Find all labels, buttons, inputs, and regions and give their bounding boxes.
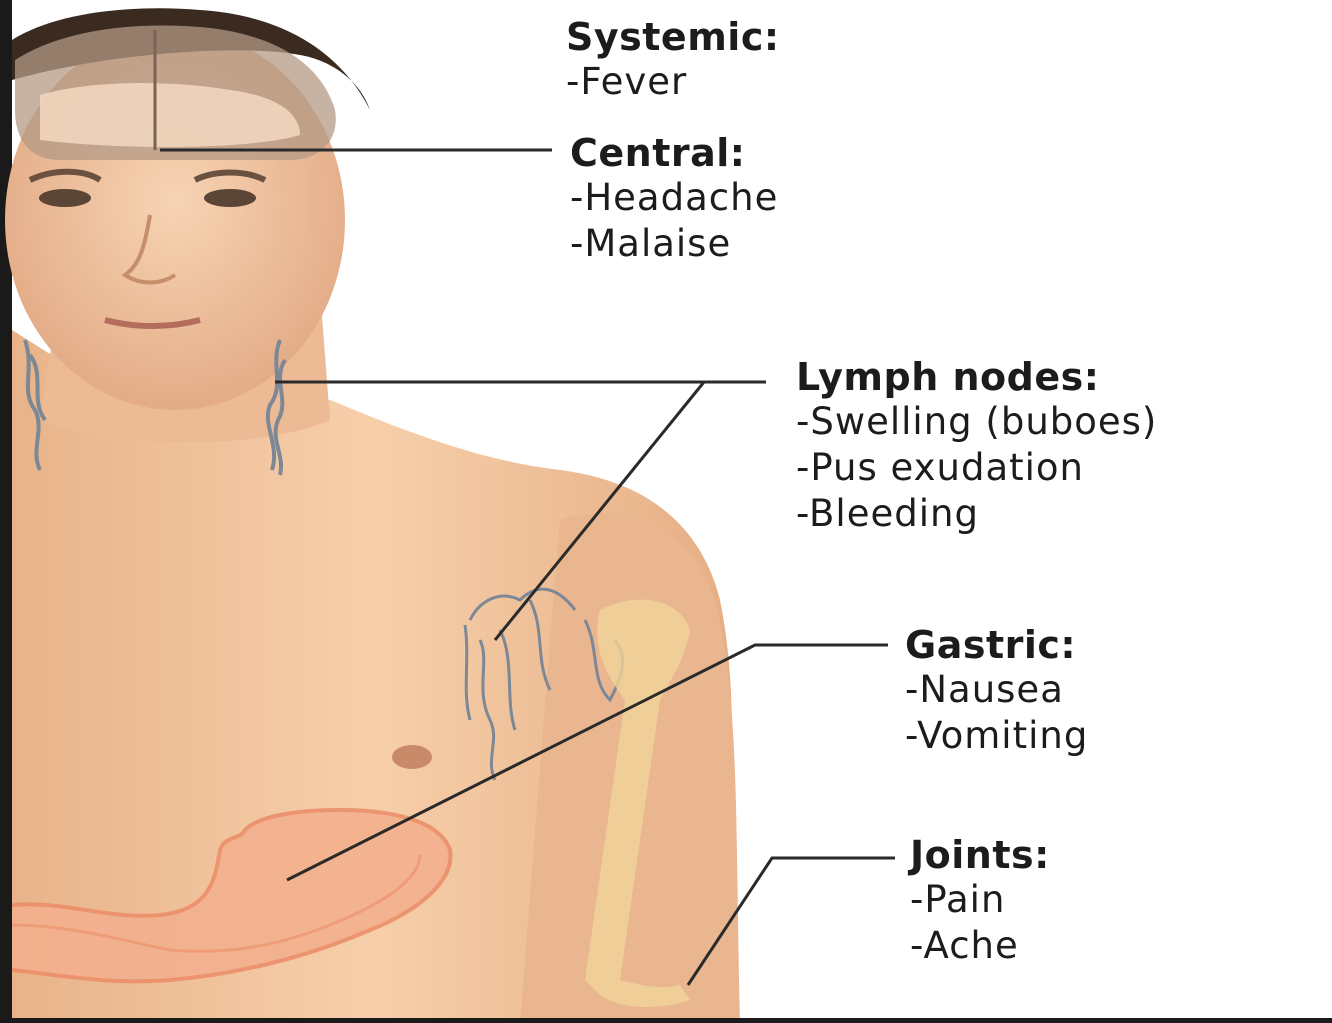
- label-item-nausea: -Nausea: [905, 667, 1088, 713]
- left-border: [0, 0, 12, 1023]
- label-title-gastric: Gastric:: [905, 623, 1088, 667]
- label-group-lymph-nodes: Lymph nodes: -Swelling (buboes) -Pus exu…: [796, 355, 1157, 537]
- label-title-systemic: Systemic:: [566, 15, 780, 59]
- label-title-joints: Joints:: [910, 833, 1050, 877]
- label-item-pus-exudation: -Pus exudation: [796, 445, 1157, 491]
- label-group-central: Central: -Headache -Malaise: [570, 131, 778, 267]
- label-item-vomiting: -Vomiting: [905, 713, 1088, 759]
- label-item-swelling: -Swelling (buboes): [796, 399, 1157, 445]
- label-item-fever: -Fever: [566, 59, 780, 105]
- label-title-central: Central:: [570, 131, 778, 175]
- label-item-ache: -Ache: [910, 923, 1050, 969]
- label-group-joints: Joints: -Pain -Ache: [910, 833, 1050, 969]
- label-group-systemic: Systemic: -Fever: [566, 15, 780, 105]
- label-title-lymph-nodes: Lymph nodes:: [796, 355, 1157, 399]
- right-eye: [204, 189, 256, 207]
- label-item-bleeding: -Bleeding: [796, 491, 1157, 537]
- bottom-strip: [0, 1018, 1332, 1023]
- left-eye: [39, 189, 91, 207]
- label-item-pain: -Pain: [910, 877, 1050, 923]
- label-item-malaise: -Malaise: [570, 221, 778, 267]
- label-item-headache: -Headache: [570, 175, 778, 221]
- nipple: [392, 745, 432, 769]
- label-group-gastric: Gastric: -Nausea -Vomiting: [905, 623, 1088, 759]
